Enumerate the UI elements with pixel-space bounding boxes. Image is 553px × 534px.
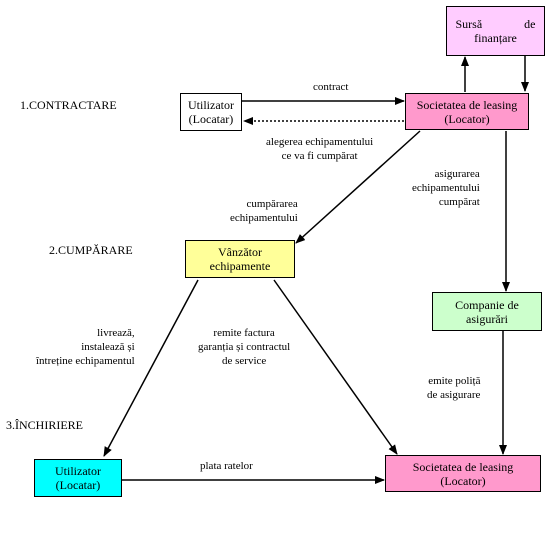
- box-companie-asigurari: Companie de asigurări: [432, 292, 542, 331]
- box-utilizator-contractare: Utilizator (Locatar): [180, 93, 242, 131]
- label-livreaza: livrează, instalează și întreține echipa…: [36, 327, 135, 367]
- label-plata: plata ratelor: [200, 460, 253, 472]
- arrow-remite: [273, 279, 398, 455]
- label-contract: contract: [313, 81, 349, 93]
- label-alegerea: alegerea echipamentului ce va fi cumpăra…: [266, 136, 374, 162]
- label-remite: remite factura garanția și contractul de…: [198, 327, 291, 367]
- phase-contractare: 1.CONTRACTARE: [20, 98, 117, 112]
- phase-inchiriere: 3.ÎNCHIRIERE: [6, 418, 83, 432]
- arrow-livreaza: [103, 279, 199, 457]
- phase-cumparare: 2.CUMPĂRARE: [49, 243, 133, 257]
- box-societate-leasing-inchiriere: Societatea de leasing (Locator): [385, 455, 541, 492]
- box-vanzator-echipamente: Vânzător echipamente: [185, 240, 295, 278]
- label-emite: emite poliță de asigurare: [427, 375, 481, 401]
- arrow-cumpararea: [295, 130, 421, 244]
- label-cumpararea: cumpărarea echipamentului: [230, 198, 298, 224]
- box-sursa-finantare: Sursă de finanțare: [446, 6, 545, 56]
- box-societate-leasing-contractare: Societatea de leasing (Locator): [405, 93, 529, 130]
- label-asigurarea: asigurarea echipamentului cumpărat: [412, 168, 480, 208]
- box-utilizator-inchiriere: Utilizator (Locatar): [34, 459, 122, 497]
